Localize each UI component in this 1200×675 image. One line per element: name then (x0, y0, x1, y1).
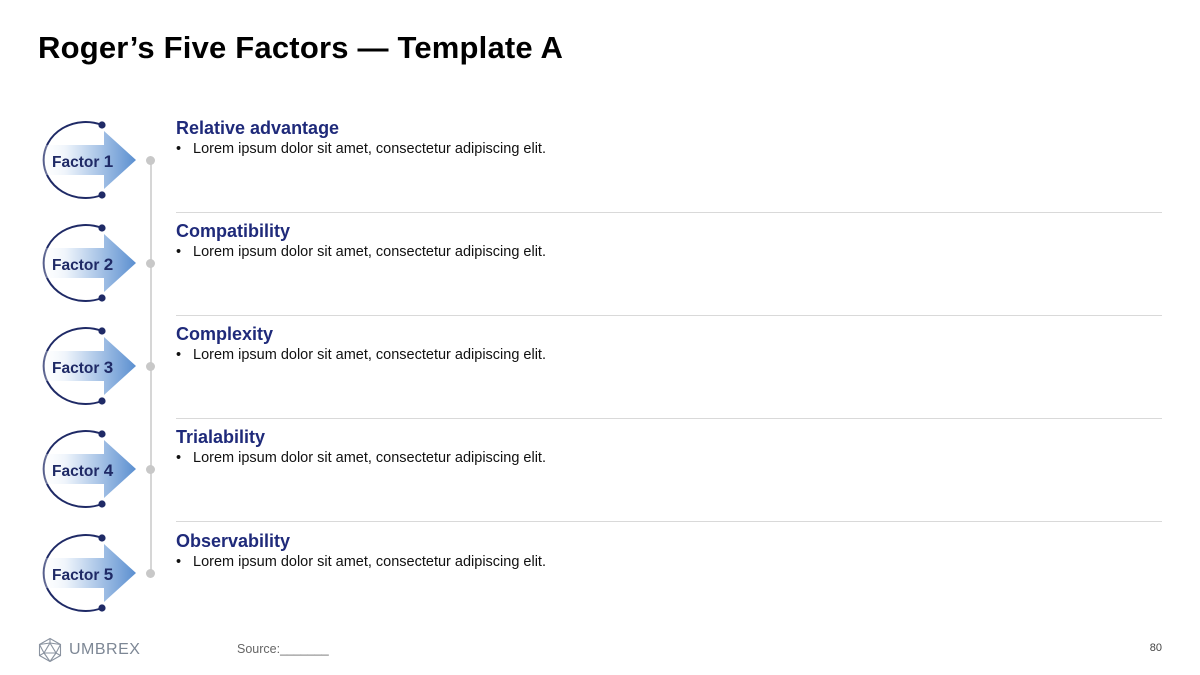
factor-heading: Compatibility (176, 221, 291, 241)
circular-arrow-icon (36, 430, 136, 508)
factor-content-4: Trialability •Lorem ipsum dolor sit amet… (176, 427, 546, 467)
divider (176, 212, 1162, 213)
factor-badge-5: Factor 5 (30, 531, 140, 621)
factor-heading: Complexity (176, 324, 274, 344)
umbrex-logo: UMBREX (37, 637, 140, 663)
circular-arrow-icon (36, 121, 136, 199)
timeline-node (146, 259, 155, 268)
source-note: Source:_______ (237, 642, 329, 656)
factor-row-1: Factor 1 Relative advantage •Lorem ipsum… (0, 118, 1200, 221)
divider (176, 521, 1162, 522)
factor-content-3: Complexity •Lorem ipsum dolor sit amet, … (176, 324, 546, 364)
factor-bullet: •Lorem ipsum dolor sit amet, consectetur… (176, 141, 546, 157)
factor-row-4: Factor 4 Trialability •Lorem ipsum dolor… (0, 427, 1200, 530)
factor-badge-3: Factor 3 (30, 324, 140, 414)
factor-heading: Observability (176, 531, 291, 551)
factor-content-5: Observability •Lorem ipsum dolor sit ame… (176, 531, 546, 571)
page-title: Roger’s Five Factors — Template A (38, 30, 564, 65)
circular-arrow-icon (36, 534, 136, 612)
factor-row-5: Factor 5 Observability •Lorem ipsum dolo… (0, 531, 1200, 634)
factor-heading: Trialability (176, 427, 266, 447)
factor-row-3: Factor 3 Complexity •Lorem ipsum dolor s… (0, 324, 1200, 427)
timeline-node (146, 362, 155, 371)
factor-badge-2: Factor 2 (30, 221, 140, 311)
factor-badge-label: Factor 5 (52, 565, 114, 584)
timeline-node (146, 569, 155, 578)
circular-arrow-icon (36, 224, 136, 302)
factor-bullet: •Lorem ipsum dolor sit amet, consectetur… (176, 554, 546, 570)
factor-bullet: •Lorem ipsum dolor sit amet, consectetur… (176, 244, 546, 260)
factor-badge-label: Factor 3 (52, 358, 114, 377)
factor-bullet: •Lorem ipsum dolor sit amet, consectetur… (176, 450, 546, 466)
factor-badge-label: Factor 4 (52, 461, 114, 480)
factor-badge-label: Factor 1 (52, 152, 114, 171)
timeline-node (146, 156, 155, 165)
factor-badge-4: Factor 4 (30, 427, 140, 517)
factor-content-2: Compatibility •Lorem ipsum dolor sit ame… (176, 221, 546, 261)
divider (176, 315, 1162, 316)
geodesic-logo-icon (38, 637, 62, 663)
timeline-node (146, 465, 155, 474)
factor-heading: Relative advantage (176, 118, 340, 138)
factor-badge-label: Factor 2 (52, 255, 114, 274)
factor-badge-1: Factor 1 (30, 118, 140, 208)
logo-text: UMBREX (69, 641, 141, 658)
circular-arrow-icon (36, 327, 136, 405)
factor-content-1: Relative advantage •Lorem ipsum dolor si… (176, 118, 546, 158)
divider (176, 418, 1162, 419)
factor-row-2: Factor 2 Compatibility •Lorem ipsum dolo… (0, 221, 1200, 324)
page-number: 80 (1149, 642, 1162, 654)
factor-bullet: •Lorem ipsum dolor sit amet, consectetur… (176, 347, 546, 363)
